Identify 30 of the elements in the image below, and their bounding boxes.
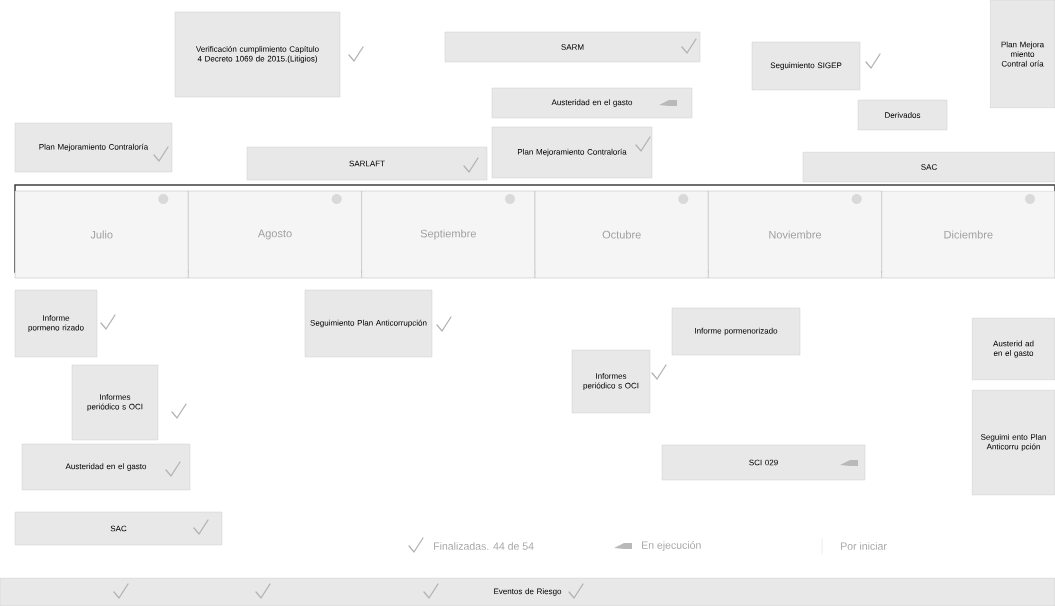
legend-text: En ejecución [642, 541, 701, 551]
task-box: Plan Mejoramiento Contraloría [491, 126, 653, 179]
task-box: Seguimiento SIGEP [751, 41, 861, 91]
task-box: Plan Mejoramiento Contraloría [14, 122, 173, 173]
task-box: SAC [14, 511, 223, 546]
month-cell: Julio [14, 190, 189, 279]
task-box: Derivados [857, 99, 948, 131]
task-box: Informe pormenorizado [671, 307, 801, 356]
task-box: SARM [444, 31, 701, 63]
month-cell: Octubre [534, 190, 709, 279]
task-box: Austerid ad en el gasto [971, 317, 1055, 381]
task-box: Plan Mejora miento Contral oría [989, 0, 1055, 109]
legend-text: Por iniciar [841, 542, 887, 550]
task-box: SAC [802, 151, 1055, 183]
task-box: Eventos de Riesgo [0, 577, 1055, 606]
task-box: SCI 029 [661, 444, 866, 481]
legend-text: Finalizadas. 44 de 54 [434, 542, 534, 550]
task-box: Informe pormeno rizado [14, 289, 98, 358]
month-cell: Agosto [188, 190, 362, 279]
task-box: Informes periódico s OCI [71, 364, 159, 441]
month-cell: Septiembre [361, 190, 536, 279]
month-cell: Diciembre [881, 190, 1055, 279]
task-box: Seguimiento Plan Anticorrupción [304, 289, 433, 358]
task-box: Verificación cumplimiento Capítulo 4 Decreto 1069 de 2015.(Litigios) [174, 11, 341, 98]
task-box: Informes periódico s OCI [571, 349, 651, 414]
month-cell: Noviembre [708, 190, 882, 279]
task-box: Austeridad en el gasto [491, 87, 693, 119]
task-box: SARLAFT [246, 146, 488, 181]
task-box: Seguimi ento Plan Anticorru pción [971, 389, 1055, 496]
task-box: Austeridad en el gasto [21, 443, 191, 491]
